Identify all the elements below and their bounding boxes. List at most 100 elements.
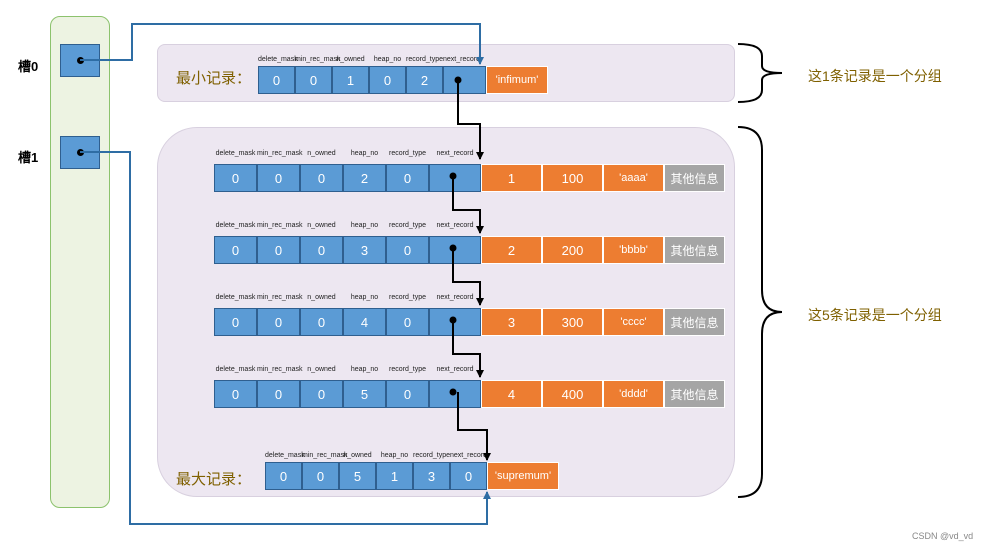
slot-0-label: 槽0 [18,59,39,74]
supremum-header-min-rec-mask: min_rec_mask [302,452,348,459]
record-header-cell: 0 [386,380,429,408]
supremum-cell: 0 [302,462,339,490]
supremum-cell: 5 [339,462,376,490]
record-data-cell: 4 [481,380,542,408]
record-header-cell: 3 [343,236,386,264]
record-header-cell: 4 [343,308,386,336]
supremum-label: 最大记录： [176,471,252,488]
record-header-label: next_record [436,222,474,229]
record-header-cell: 0 [300,308,343,336]
infimum-cell: 0 [369,66,406,94]
record-header-label: heap_no [350,294,379,301]
record-next-record-dot [449,172,457,180]
next-record-link [452,248,484,306]
supremum-cell: 1 [376,462,413,490]
record-header-label: next_record [436,150,474,157]
record-data-cell: 100 [542,164,603,192]
infimum-cell: 0 [258,66,295,94]
supremum-header-delete-mask: delete_mask [265,452,305,459]
record-header-label: delete_mask [215,366,256,373]
record-header-label: record_type [389,222,426,229]
record-header-label: heap_no [350,150,379,157]
infimum-header-delete-mask: delete_mask [258,56,298,63]
record-header-cell: 0 [257,236,300,264]
supremum-cell: 0 [265,462,302,490]
record-data-cell: 3 [481,308,542,336]
record-header-cell: 0 [300,164,343,192]
supremum-header-record-type: record_type [413,452,450,459]
record-header-cell: 0 [257,380,300,408]
next-record-link [452,320,484,378]
record-data-cell: 1 [481,164,542,192]
next-record-link [457,392,491,461]
record-other-info-cell: 其他信息 [664,164,725,192]
record-header-cell: 0 [386,308,429,336]
record-header-label: n_owned [307,366,336,373]
record-data-cell: 2 [481,236,542,264]
record-header-label: heap_no [350,366,379,373]
record-header-label: delete_mask [215,150,256,157]
group-1-annotation: 这1条记录是一个分组 [808,68,942,84]
record-data-cell: 200 [542,236,603,264]
record-header-label: record_type [389,150,426,157]
slot-directory [50,16,110,508]
record-header-label: next_record [436,366,474,373]
infimum-record: 0 0 1 0 2 'infimum' [258,66,548,94]
record-header-cell: 2 [343,164,386,192]
supremum-record: 0 0 5 1 3 0 'supremum' [265,462,559,490]
watermark: CSDN @vd_vd [912,531,974,541]
next-record-link [452,176,484,234]
record-header-cell: 0 [300,236,343,264]
record-data-cell: 400 [542,380,603,408]
infimum-header-n-owned: n_owned [336,56,365,63]
record-header-label: min_rec_mask [257,366,303,373]
record-header-cell: 0 [386,236,429,264]
supremum-cell: 3 [413,462,450,490]
group-2-brace [737,126,783,498]
record-header-label: min_rec_mask [257,222,303,229]
record-header-label: min_rec_mask [257,294,303,301]
infimum-header-next-record: next_record [443,56,480,63]
record-header-cell: 0 [214,236,257,264]
infimum-cell: 0 [295,66,332,94]
record-other-info-cell: 其他信息 [664,308,725,336]
supremum-data-cell: 'supremum' [487,462,559,490]
infimum-data-cell: 'infimum' [486,66,548,94]
record-data-cell: 300 [542,308,603,336]
supremum-header-next-record: next_record [450,452,487,459]
supremum-header-n-owned: n_owned [343,452,372,459]
supremum-field-headers: delete_mask min_rec_mask n_owned heap_no… [265,452,487,462]
record-next-record-dot [449,316,457,324]
infimum-cell: 2 [406,66,443,94]
infimum-label: 最小记录： [176,70,252,87]
group-1-brace [737,43,783,103]
record-header-label: delete_mask [215,222,256,229]
infimum-header-min-rec-mask: min_rec_mask [295,56,341,63]
record-header-cell: 0 [386,164,429,192]
record-header-label: n_owned [307,222,336,229]
record-header-cell: 0 [257,308,300,336]
slot-1-link [80,151,491,525]
supremum-cell: 0 [450,462,487,490]
record-header-label: record_type [389,366,426,373]
record-header-label: n_owned [307,294,336,301]
record-header-label: delete_mask [215,294,256,301]
record-header-cell: 0 [214,308,257,336]
infimum-header-heap-no: heap_no [373,56,402,63]
record-header-cell: 0 [257,164,300,192]
record-header-label: next_record [436,294,474,301]
record-header-label: n_owned [307,150,336,157]
record-data-cell: 'cccc' [603,308,664,336]
record-header-label: heap_no [350,222,379,229]
record-header-cell: 5 [343,380,386,408]
infimum-next-record-dot [454,76,462,84]
record-data-cell: 'dddd' [603,380,664,408]
record-header-label: record_type [389,294,426,301]
record-other-info-cell: 其他信息 [664,380,725,408]
slot-0-link [80,23,484,65]
infimum-header-record-type: record_type [406,56,443,63]
record-header-cell: 0 [214,380,257,408]
